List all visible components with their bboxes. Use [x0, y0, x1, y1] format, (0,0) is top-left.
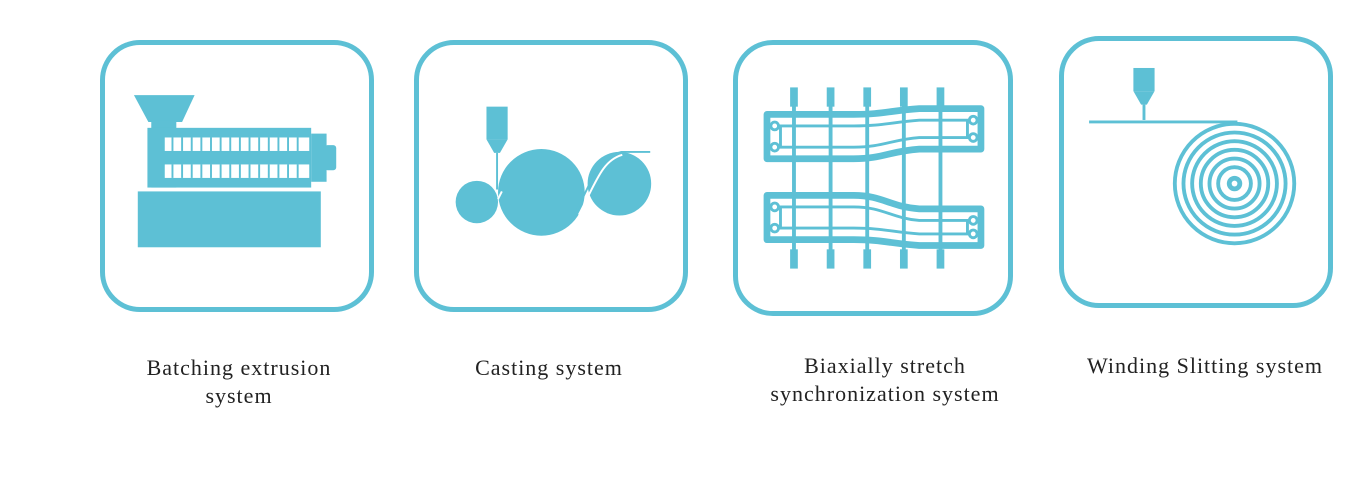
extruder-icon	[133, 95, 337, 248]
caption-casting: Casting system	[434, 354, 664, 382]
caption-line: Biaxially stretch	[804, 353, 966, 378]
casting-rollers-icon	[455, 106, 652, 236]
caption-line: system	[205, 383, 273, 408]
caption-line: synchronization system	[770, 381, 1000, 406]
caption-biaxial-stretch: Biaxially stretch synchronization system	[740, 352, 1030, 408]
caption-line: Winding Slitting system	[1086, 353, 1324, 378]
caption-line: Batching extrusion	[146, 355, 332, 380]
winding-roll-icon	[1089, 67, 1297, 246]
stretching-frame-icon	[763, 87, 985, 269]
step-tile-biaxial-stretch	[733, 40, 1013, 316]
caption-line: Casting system	[475, 355, 623, 380]
step-tile-winding-slitting	[1059, 36, 1333, 308]
step-tile-casting	[414, 40, 688, 312]
caption-batching-extrusion: Batching extrusion system	[107, 354, 371, 410]
step-tile-batching-extrusion	[100, 40, 374, 312]
caption-winding-slitting: Winding Slitting system	[1060, 352, 1350, 380]
